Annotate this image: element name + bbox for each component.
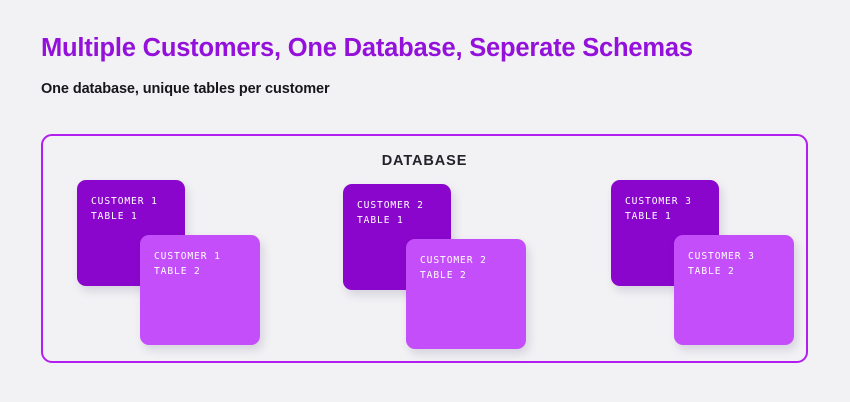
card-line-customer: CUSTOMER 2 <box>357 200 424 211</box>
card-line-customer: CUSTOMER 3 <box>625 196 692 207</box>
card-line-customer: CUSTOMER 2 <box>420 255 487 266</box>
card-line-customer: CUSTOMER 3 <box>688 251 755 262</box>
page-title: Multiple Customers, One Database, Sepera… <box>41 34 693 62</box>
card-line-table: TABLE 1 <box>91 210 138 222</box>
customer-2-table-2-card: CUSTOMER 2 TABLE 2 <box>406 239 526 349</box>
card-line-customer: CUSTOMER 1 <box>154 251 221 262</box>
card-line-table: TABLE 2 <box>688 265 735 277</box>
database-label: DATABASE <box>381 153 468 169</box>
card-line-table: TABLE 1 <box>357 214 404 226</box>
page-subtitle: One database, unique tables per customer <box>41 81 330 97</box>
customer-group-3: CUSTOMER 3 TABLE 1 CUSTOMER 3 TABLE 2 <box>611 180 801 350</box>
database-container: DATABASE CUSTOMER 1 TABLE 1 CUSTOMER 1 T… <box>41 134 808 363</box>
card-line-table: TABLE 2 <box>154 265 201 277</box>
customer-1-table-2-card: CUSTOMER 1 TABLE 2 <box>140 235 260 345</box>
card-line-table: TABLE 1 <box>625 210 672 222</box>
customer-group-1: CUSTOMER 1 TABLE 1 CUSTOMER 1 TABLE 2 <box>77 180 267 350</box>
customer-3-table-2-card: CUSTOMER 3 TABLE 2 <box>674 235 794 345</box>
customer-group-2: CUSTOMER 2 TABLE 1 CUSTOMER 2 TABLE 2 <box>343 184 533 354</box>
card-line-table: TABLE 2 <box>420 269 467 281</box>
card-line-customer: CUSTOMER 1 <box>91 196 158 207</box>
customer-1-table-1-card: CUSTOMER 1 TABLE 1 <box>77 180 185 286</box>
